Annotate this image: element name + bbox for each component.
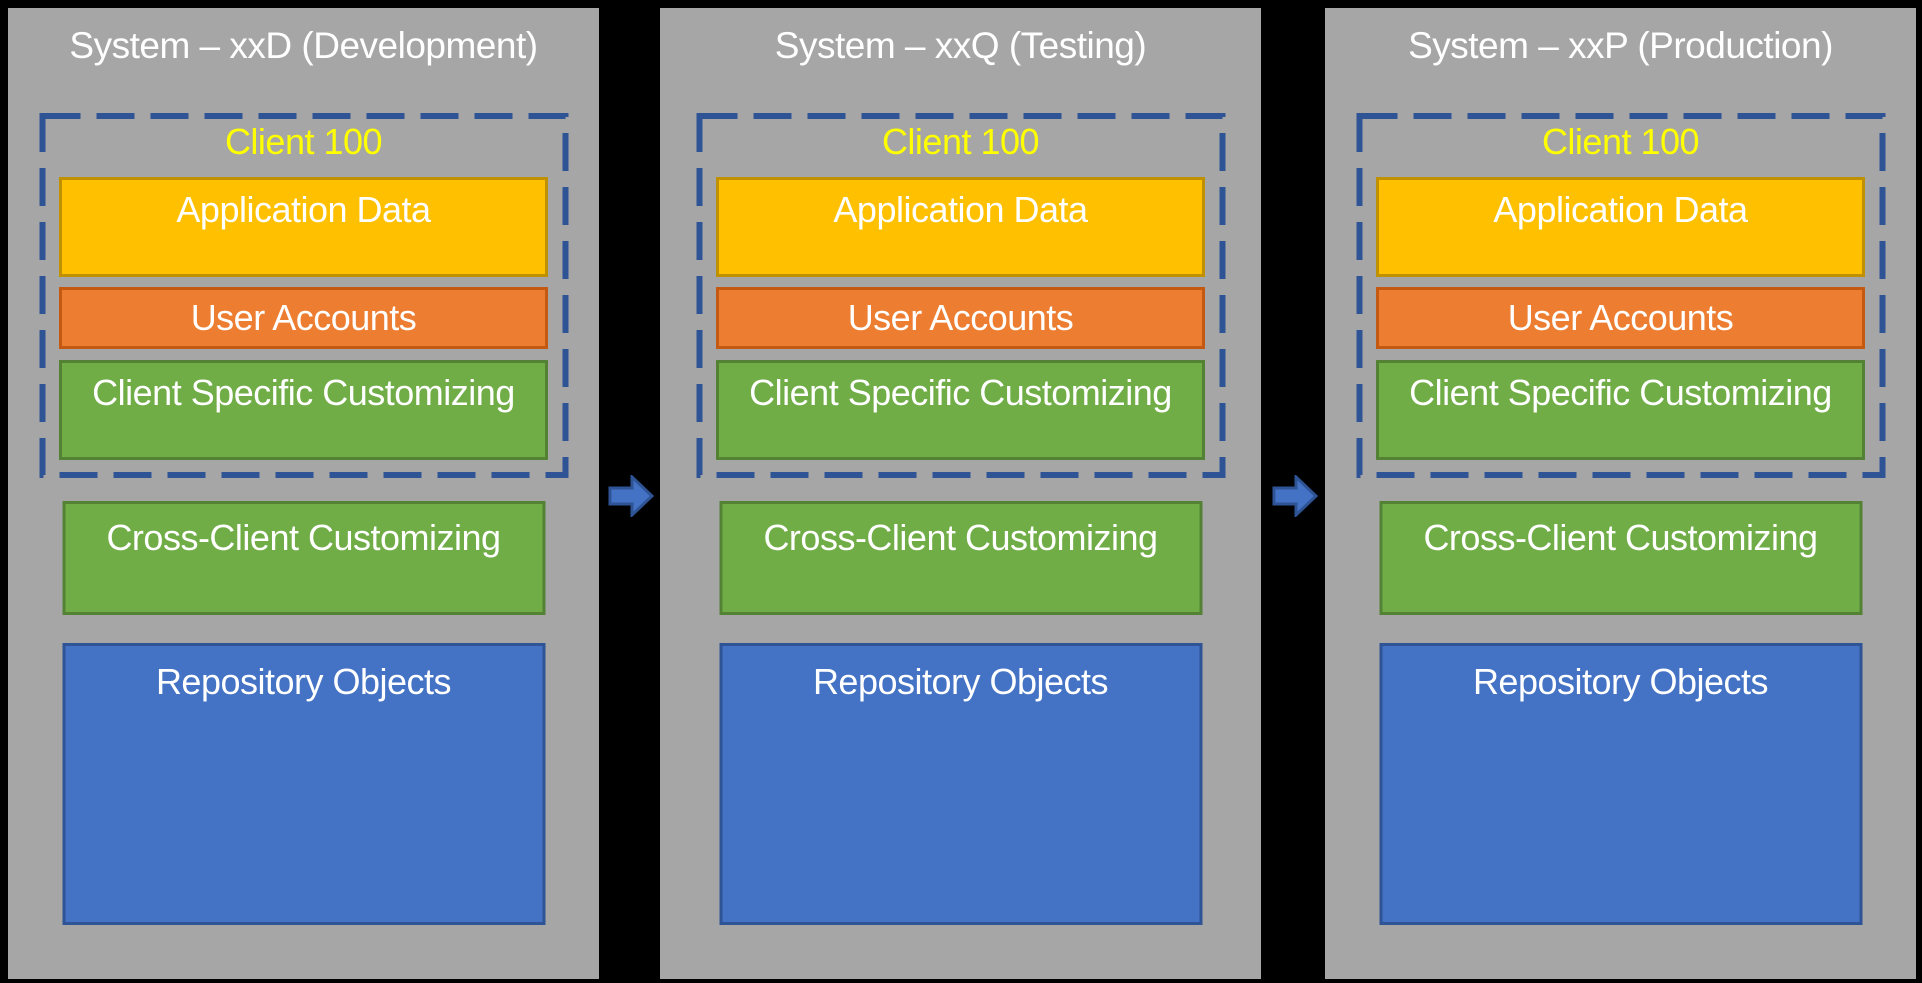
transport-arrow-icon (1272, 475, 1318, 517)
cross-client-customizing-label: Cross-Client Customizing (763, 517, 1158, 558)
application-data-label: Application Data (833, 189, 1088, 230)
client-label: Client 100 (224, 121, 383, 162)
client-label: Client 100 (881, 121, 1040, 162)
dashed-border (1356, 113, 1885, 478)
application-data-label: Application Data (1493, 189, 1748, 230)
system-title: System – xxQ (Testing) (774, 25, 1147, 66)
user-accounts-label: User Accounts (847, 297, 1074, 338)
user-accounts-box: User Accounts (59, 287, 548, 349)
cross-client-customizing-label: Cross-Client Customizing (106, 517, 501, 558)
client-label: Client 100 (1541, 121, 1700, 162)
repository-objects-label: Repository Objects (155, 661, 452, 702)
client-specific-customizing-box: Client Specific Customizing (716, 360, 1205, 460)
user-accounts-box: User Accounts (716, 287, 1205, 349)
user-accounts-box: User Accounts (1376, 287, 1865, 349)
client-specific-customizing-label: Client Specific Customizing (1409, 372, 1832, 413)
client-specific-customizing-box: Client Specific Customizing (59, 360, 548, 460)
transport-arrow-icon (608, 475, 654, 517)
repository-objects-box: Repository Objects (1379, 643, 1862, 925)
system-title: System – xxP (Production) (1408, 25, 1833, 66)
dashed-border (696, 113, 1225, 478)
client-specific-customizing-box: Client Specific Customizing (1376, 360, 1865, 460)
system-panel-testing: System – xxQ (Testing) Client 100 Applic… (660, 8, 1261, 979)
application-data-label: Application Data (176, 189, 431, 230)
repository-objects-box: Repository Objects (62, 643, 545, 925)
system-panel-production: System – xxP (Production) Client 100 App… (1325, 8, 1916, 979)
cross-client-customizing-label: Cross-Client Customizing (1423, 517, 1818, 558)
client-100-boundary: Client 100 Application Data User Account… (696, 113, 1225, 478)
repository-objects-label: Repository Objects (812, 661, 1109, 702)
application-data-box: Application Data (59, 177, 548, 277)
user-accounts-label: User Accounts (190, 297, 417, 338)
client-100-boundary: Client 100 Application Data User Account… (39, 113, 568, 478)
system-panel-development: System – xxD (Development) Client 100 Ap… (8, 8, 599, 979)
client-100-boundary: Client 100 Application Data User Account… (1356, 113, 1885, 478)
application-data-box: Application Data (716, 177, 1205, 277)
cross-client-customizing-box: Cross-Client Customizing (719, 501, 1202, 615)
client-specific-customizing-label: Client Specific Customizing (92, 372, 515, 413)
repository-objects-label: Repository Objects (1472, 661, 1769, 702)
repository-objects-box: Repository Objects (719, 643, 1202, 925)
client-specific-customizing-label: Client Specific Customizing (749, 372, 1172, 413)
system-title: System – xxD (Development) (69, 25, 538, 66)
application-data-box: Application Data (1376, 177, 1865, 277)
user-accounts-label: User Accounts (1507, 297, 1734, 338)
dashed-border (39, 113, 568, 478)
cross-client-customizing-box: Cross-Client Customizing (1379, 501, 1862, 615)
cross-client-customizing-box: Cross-Client Customizing (62, 501, 545, 615)
